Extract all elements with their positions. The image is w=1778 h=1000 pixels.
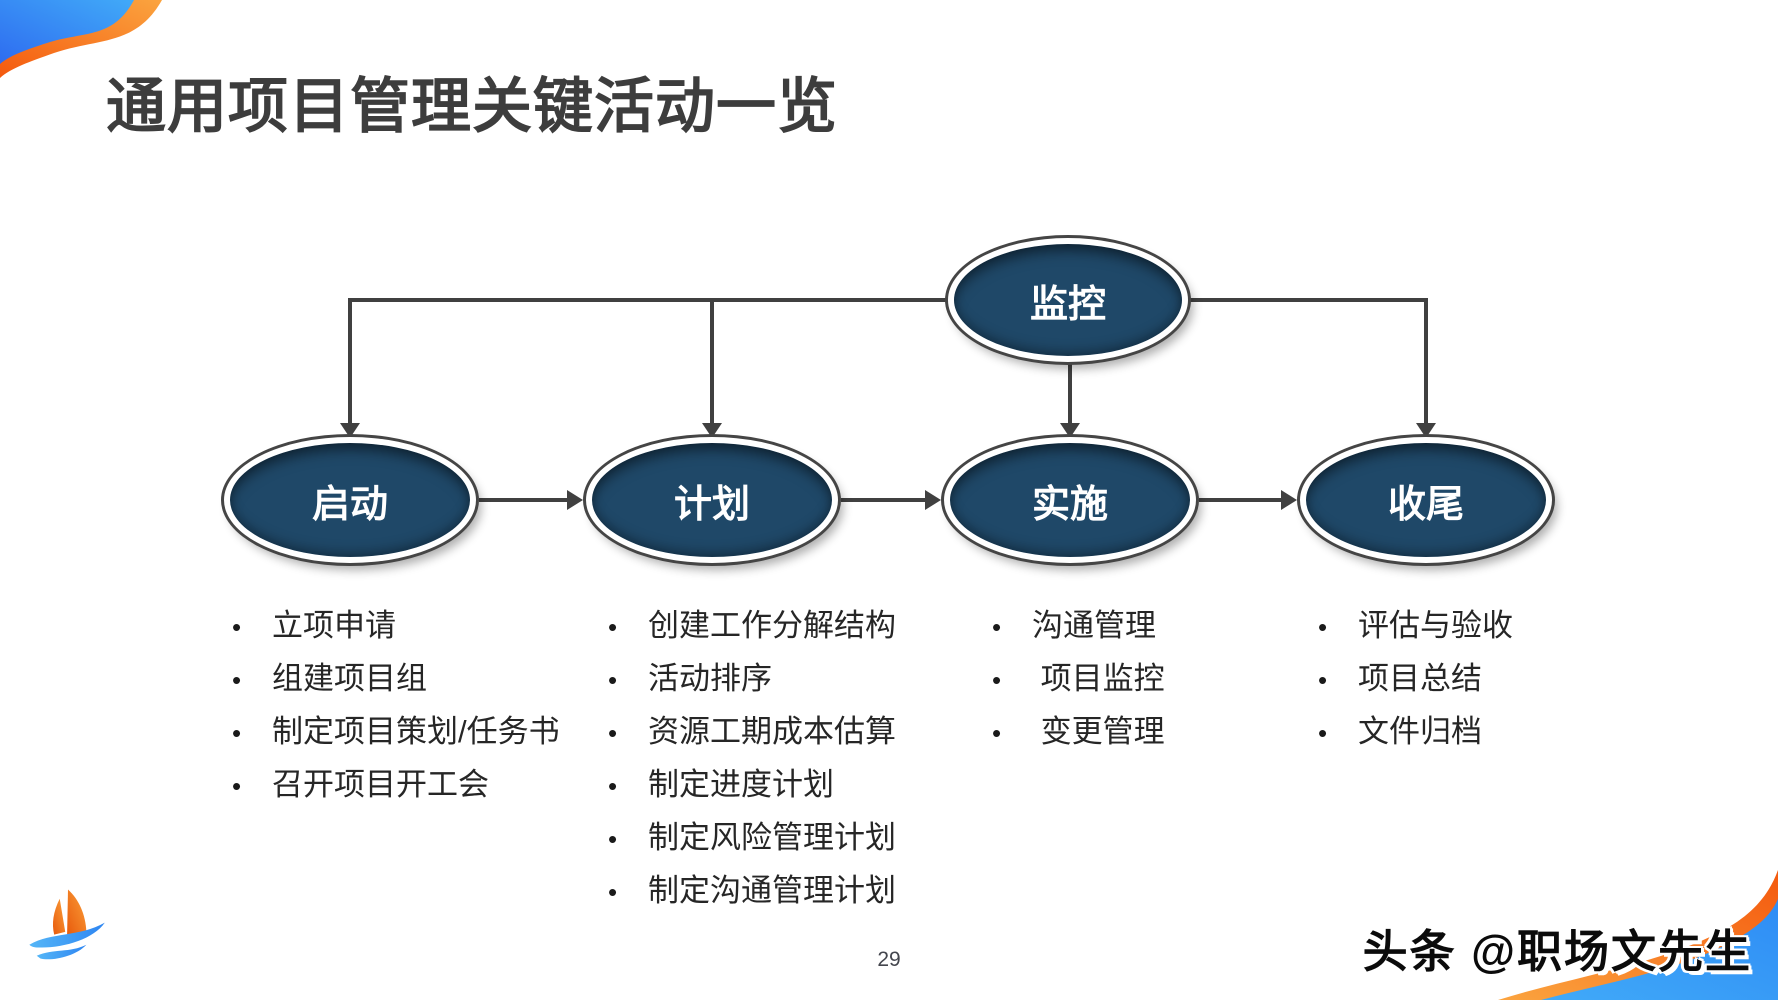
- bullet-icon: •: [992, 612, 1002, 642]
- connector-drop-closing: [1424, 298, 1428, 424]
- bullet-icon: •: [608, 877, 618, 907]
- arrowhead-right-icon: [1281, 490, 1297, 510]
- slide-title: 通用项目管理关键活动一览: [106, 73, 838, 140]
- initiation-activity-list: •立项申请 •组建项目组 •制定项目策划/任务书 •召开项目开工会: [232, 600, 560, 812]
- flow-planning-to-execution: [841, 498, 927, 502]
- connector-drop-planning: [710, 298, 714, 424]
- connector-monitor-right: [1188, 298, 1428, 302]
- bullet-icon: •: [1318, 718, 1328, 748]
- sailboat-logo: [29, 889, 105, 960]
- arrowhead-down-icon: [1060, 423, 1080, 438]
- bullet-icon: •: [608, 612, 618, 642]
- connector-drop-initiation: [348, 298, 352, 424]
- list-item: •立项申请: [232, 608, 396, 643]
- bullet-icon: •: [232, 612, 242, 642]
- arrowhead-down-icon: [340, 423, 360, 438]
- list-item: •组建项目组: [232, 661, 427, 696]
- list-item: •制定项目策划/任务书: [232, 714, 560, 749]
- flow-execution-to-closing: [1199, 498, 1283, 502]
- bullet-icon: •: [1318, 612, 1328, 642]
- execution-activity-list: •沟通管理 • 项目监控 • 变更管理: [992, 600, 1165, 759]
- node-planning: 计划: [586, 437, 838, 563]
- node-monitor: 监控: [948, 238, 1188, 362]
- bullet-icon: •: [232, 771, 242, 801]
- arrowhead-right-icon: [925, 490, 941, 510]
- bullet-icon: •: [992, 718, 1002, 748]
- node-initiation: 启动: [224, 437, 476, 563]
- node-closing: 收尾: [1300, 437, 1552, 563]
- page-number: 29: [877, 948, 901, 971]
- list-item: •召开项目开工会: [232, 767, 489, 802]
- bullet-icon: •: [1318, 665, 1328, 695]
- list-item: • 项目监控: [992, 661, 1165, 696]
- list-item: •制定进度计划: [608, 767, 834, 802]
- list-item: •活动排序: [608, 661, 772, 696]
- closing-activity-list: •评估与验收 •项目总结 •文件归档: [1318, 600, 1513, 759]
- arrowhead-down-icon: [1416, 423, 1436, 438]
- list-item: • 变更管理: [992, 714, 1165, 749]
- bullet-icon: •: [608, 718, 618, 748]
- list-item: •项目总结: [1318, 661, 1482, 696]
- arrowhead-right-icon: [567, 490, 583, 510]
- bullet-icon: •: [608, 824, 618, 854]
- flow-initiation-to-planning: [479, 498, 569, 502]
- arrowhead-down-icon: [702, 423, 722, 438]
- watermark-text: 头条 @职场文先生: [1362, 926, 1752, 977]
- list-item: •沟通管理: [992, 608, 1156, 643]
- bullet-icon: •: [232, 665, 242, 695]
- planning-activity-list: •创建工作分解结构 •活动排序 •资源工期成本估算 •制定进度计划 •制定风险管…: [608, 600, 896, 918]
- list-item: •评估与验收: [1318, 608, 1513, 643]
- bullet-icon: •: [608, 665, 618, 695]
- list-item: •制定沟通管理计划: [608, 873, 896, 908]
- list-item: •制定风险管理计划: [608, 820, 896, 855]
- node-execution: 实施: [944, 437, 1196, 563]
- list-item: •文件归档: [1318, 714, 1482, 749]
- bullet-icon: •: [992, 665, 1002, 695]
- list-item: •资源工期成本估算: [608, 714, 896, 749]
- bullet-icon: •: [608, 771, 618, 801]
- bullet-icon: •: [232, 718, 242, 748]
- connector-drop-execution: [1068, 362, 1072, 424]
- list-item: •创建工作分解结构: [608, 608, 896, 643]
- connector-monitor-left: [350, 298, 950, 302]
